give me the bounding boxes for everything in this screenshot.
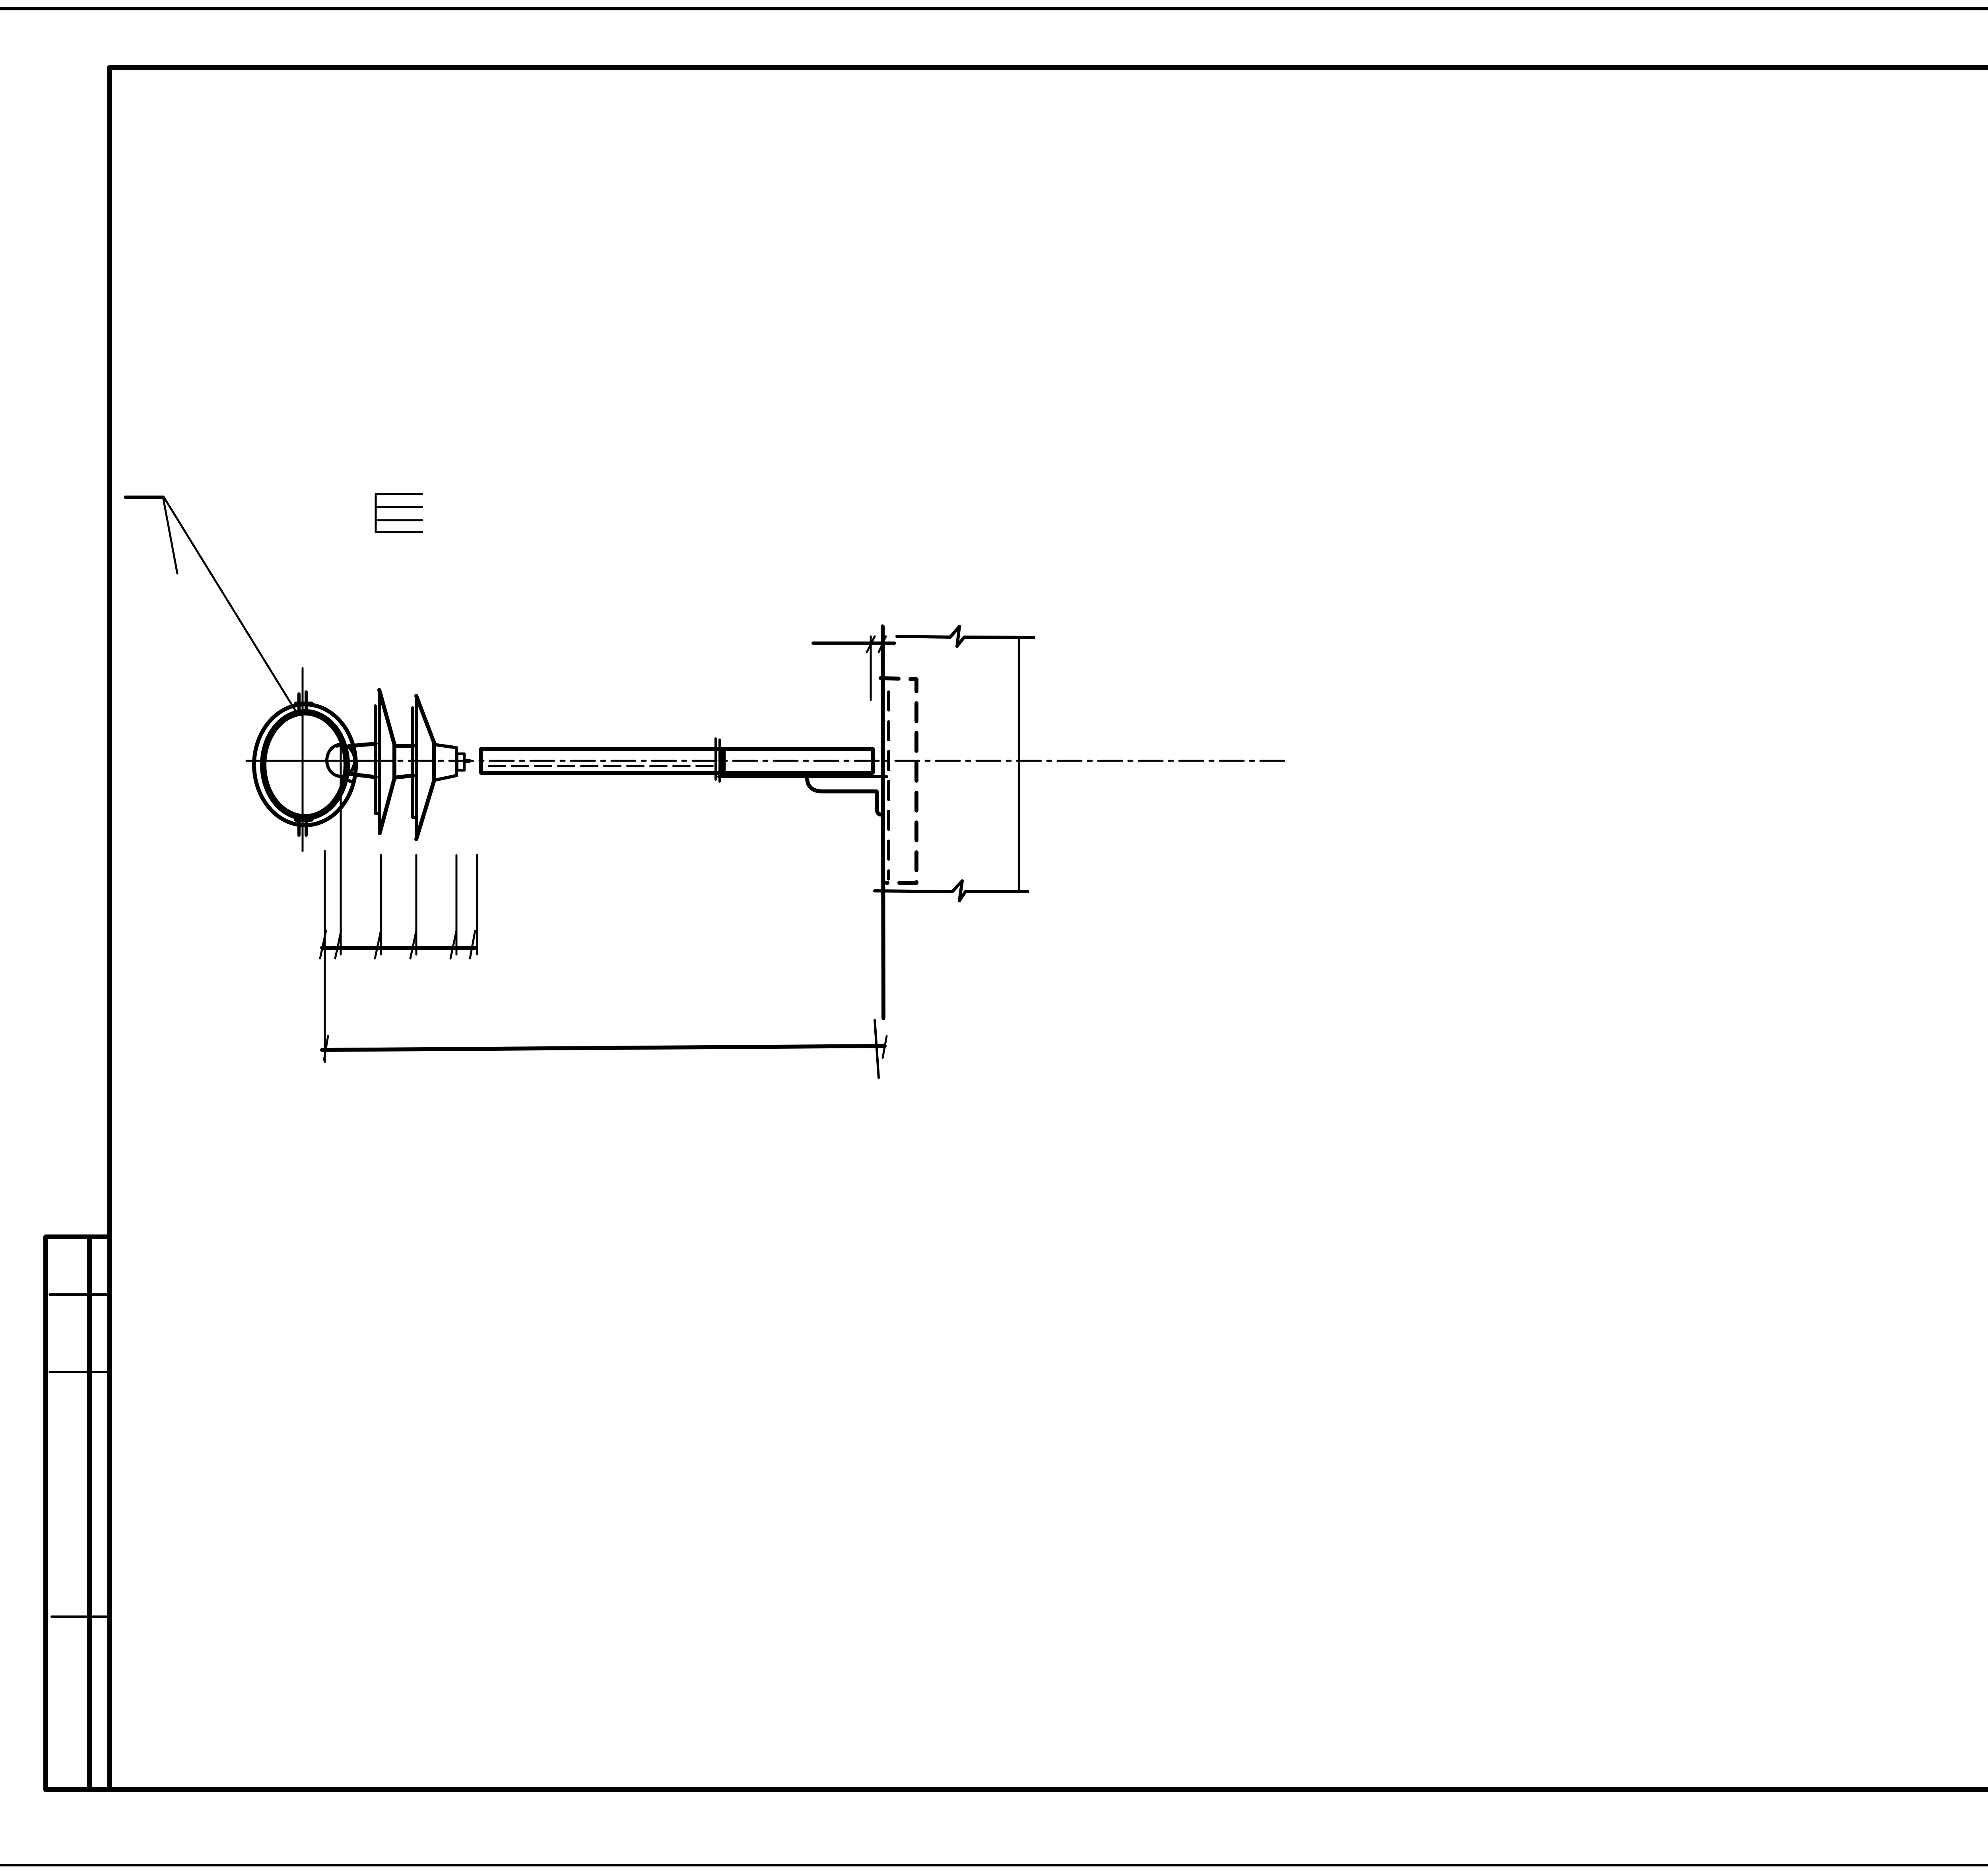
leader-lines bbox=[124, 493, 423, 713]
inner-frame bbox=[107, 65, 1988, 1792]
insulator-1 bbox=[374, 688, 415, 956]
side-stamp-frame bbox=[43, 1234, 112, 1792]
busbar-holder bbox=[252, 667, 383, 852]
support-structure bbox=[873, 624, 1035, 1079]
insulator-2 bbox=[411, 694, 466, 956]
dimension-lines bbox=[319, 635, 896, 1063]
fixator-rod bbox=[479, 737, 888, 816]
